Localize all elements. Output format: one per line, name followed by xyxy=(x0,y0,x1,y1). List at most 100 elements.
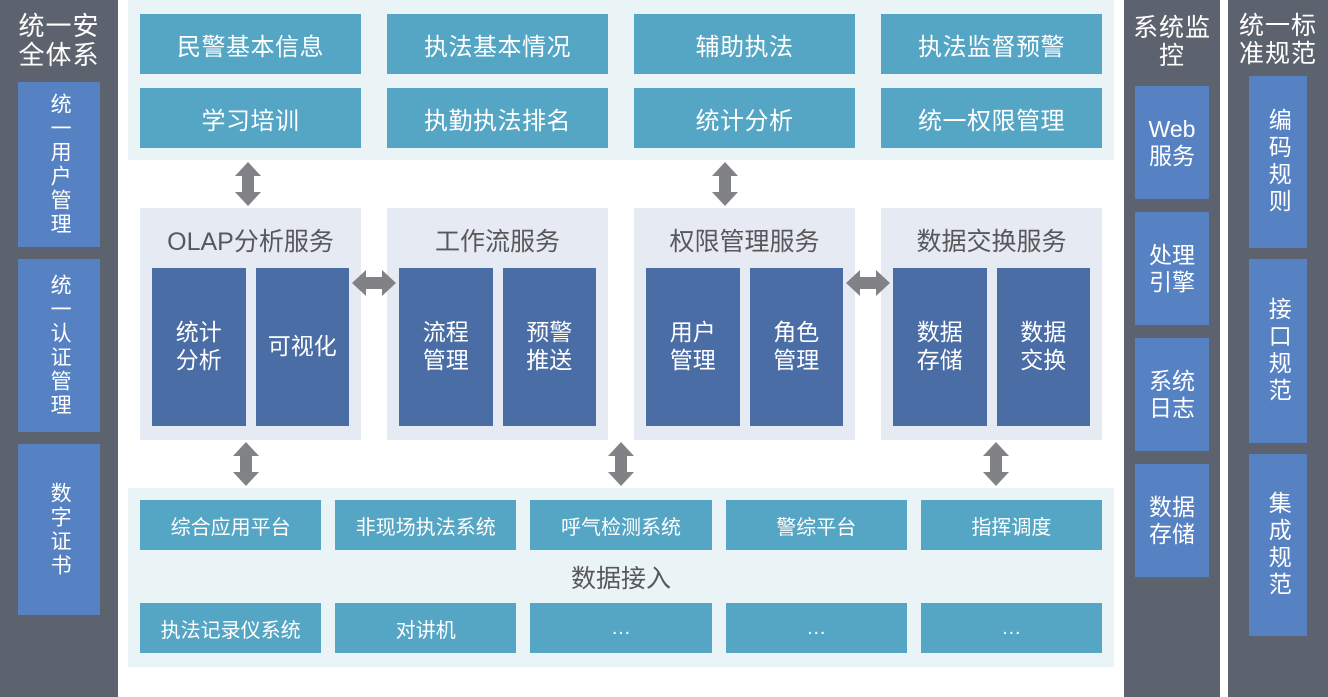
arrow-band-apps-services xyxy=(128,160,1114,208)
sidebar-item-unified-user-mgmt[interactable]: 统一用户管理 xyxy=(18,82,100,248)
data-source-breath-test-system[interactable]: 呼气检测系统 xyxy=(530,500,712,550)
monitor-item-line2: 存储 xyxy=(1149,520,1195,547)
service-gap-2 xyxy=(608,208,634,440)
app-box-unified-permission-mgmt[interactable]: 统一权限管理 xyxy=(881,88,1102,148)
service-panel-data-exchange: 数据交换服务 数据 存储 数据 交换 xyxy=(881,208,1102,440)
service-box-line1: 统计 xyxy=(175,319,222,346)
data-access-caption: 数据接入 xyxy=(570,565,671,593)
service-box-role-mgmt[interactable]: 角色 管理 xyxy=(749,268,843,426)
standards-item-interface-spec[interactable]: 接口规范 xyxy=(1249,259,1307,443)
service-box-line2: 管理 xyxy=(669,347,716,373)
standards-item-coding-rules[interactable]: 编码规则 xyxy=(1249,76,1307,248)
service-box-line1: 角色 xyxy=(773,319,820,346)
sidebar-item-unified-auth-mgmt[interactable]: 统一认证管理 xyxy=(18,259,100,433)
monitor-item-line1: 系统 xyxy=(1149,368,1195,395)
service-gap-3 xyxy=(846,208,890,440)
unified-standards-column: 统一标准规范 编码规则 接口规范 集成规范 xyxy=(1228,0,1328,697)
service-box-visualization[interactable]: 可视化 xyxy=(255,268,349,426)
arrow-workflow-authz-icon xyxy=(599,270,643,296)
service-box-line1: 用户 xyxy=(669,319,716,346)
data-source-placeholder-1[interactable]: … xyxy=(530,603,712,653)
arrow-exchange-to-data-icon xyxy=(983,442,1009,486)
service-gap-1 xyxy=(352,208,396,440)
app-box-enforcement-basics[interactable]: 执法基本情况 xyxy=(387,14,608,74)
data-access-row-top: 综合应用平台 非现场执法系统 呼气检测系统 警综平台 指挥调度 xyxy=(140,500,1103,550)
data-source-police-platform[interactable]: 警综平台 xyxy=(725,500,907,550)
left-column-title: 统一安全体系 xyxy=(18,11,100,71)
data-source-law-enforcement-recorder[interactable]: 执法记录仪系统 xyxy=(140,603,322,653)
service-boxes: 流程 管理 预警 推送 xyxy=(399,268,596,426)
arrow-workflow-to-data-icon xyxy=(608,442,634,486)
arrow-apps-to-authz-icon xyxy=(712,162,738,206)
arrow-olap-workflow-icon xyxy=(352,270,396,296)
service-panel-title: OLAP分析服务 xyxy=(167,228,334,256)
monitor-item-line1: 处理 xyxy=(1149,242,1195,269)
service-box-user-mgmt[interactable]: 用户 管理 xyxy=(646,268,740,426)
service-box-process-mgmt[interactable]: 流程 管理 xyxy=(399,268,493,426)
service-boxes: 统计 分析 可视化 xyxy=(152,268,349,426)
service-box-line2: 管理 xyxy=(422,347,469,373)
service-box-data-storage[interactable]: 数据 存储 xyxy=(893,268,987,426)
service-box-line1: 数据 xyxy=(1020,319,1067,346)
app-box-enforcement-supervision-alert[interactable]: 执法监督预警 xyxy=(881,14,1102,74)
service-panel-workflow: 工作流服务 流程 管理 预警 推送 xyxy=(387,208,608,440)
service-box-line1: 流程 xyxy=(422,319,469,346)
monitor-item-line2: 服务 xyxy=(1149,142,1195,169)
service-panel-title: 数据交换服务 xyxy=(916,228,1067,256)
sidebar-item-digital-certificate[interactable]: 数字证书 xyxy=(18,444,100,616)
app-box-police-basic-info[interactable]: 民警基本信息 xyxy=(140,14,361,74)
monitor-item-system-log[interactable]: 系统 日志 xyxy=(1135,338,1209,451)
left-security-column: 统一安全体系 统一用户管理 统一认证管理 数字证书 xyxy=(0,0,118,697)
monitor-item-line2: 引擎 xyxy=(1149,268,1195,295)
service-box-line2: 分析 xyxy=(175,347,222,373)
monitor-column-title: 系统监控 xyxy=(1132,14,1211,70)
sidebar-item-label: 数字证书 xyxy=(48,481,72,578)
service-box-alert-push[interactable]: 预警 推送 xyxy=(502,268,596,426)
arrow-authz-exchange-icon xyxy=(846,270,890,296)
data-access-row-bottom: 执法记录仪系统 对讲机 … … … xyxy=(140,603,1103,653)
service-box-line1: 可视化 xyxy=(267,333,337,360)
data-source-command-dispatch[interactable]: 指挥调度 xyxy=(920,500,1103,550)
service-box-line1: 数据 xyxy=(916,319,963,346)
arrow-olap-to-data-icon xyxy=(233,442,259,486)
service-panel-title: 权限管理服务 xyxy=(669,228,820,256)
service-box-data-exchange[interactable]: 数据 交换 xyxy=(996,268,1090,426)
sidebar-item-label: 统一用户管理 xyxy=(48,92,72,237)
standards-item-label: 集成规范 xyxy=(1265,491,1292,599)
service-box-statistical-analysis[interactable]: 统计 分析 xyxy=(152,268,246,426)
arrow-apps-to-olap-icon xyxy=(235,162,261,206)
service-panel-olap: OLAP分析服务 统计 分析 可视化 xyxy=(140,208,361,440)
data-source-placeholder-3[interactable]: … xyxy=(920,603,1103,653)
monitor-item-line2: 日志 xyxy=(1149,394,1195,421)
data-source-placeholder-2[interactable]: … xyxy=(725,603,907,653)
app-box-training[interactable]: 学习培训 xyxy=(140,88,361,148)
app-box-statistical-analysis[interactable]: 统计分析 xyxy=(634,88,855,148)
application-layer: 民警基本信息 执法基本情况 辅助执法 执法监督预警 学习培训 执勤执法排名 统计… xyxy=(128,0,1114,160)
service-boxes: 数据 存储 数据 交换 xyxy=(893,268,1090,426)
monitor-item-data-storage[interactable]: 数据 存储 xyxy=(1135,464,1209,577)
data-source-offsite-enforcement-system[interactable]: 非现场执法系统 xyxy=(335,500,517,550)
monitor-item-web-service[interactable]: Web 服务 xyxy=(1135,86,1209,199)
system-monitor-column: 系统监控 Web 服务 处理 引擎 系统 日志 数据 存储 xyxy=(1124,0,1220,697)
data-source-walkie-talkie[interactable]: 对讲机 xyxy=(335,603,517,653)
monitor-item-processing-engine[interactable]: 处理 引擎 xyxy=(1135,212,1209,325)
service-panel-authorization: 权限管理服务 用户 管理 角色 管理 xyxy=(634,208,855,440)
app-box-assisted-enforcement[interactable]: 辅助执法 xyxy=(634,14,855,74)
data-source-integrated-app-platform[interactable]: 综合应用平台 xyxy=(140,500,322,550)
standards-item-integration-spec[interactable]: 集成规范 xyxy=(1249,454,1307,636)
application-row-1: 民警基本信息 执法基本情况 辅助执法 执法监督预警 xyxy=(140,14,1102,74)
service-box-line1: 预警 xyxy=(526,319,573,346)
standards-item-label: 编码规则 xyxy=(1265,108,1292,216)
standards-item-label: 接口规范 xyxy=(1265,297,1292,405)
center-stack: 民警基本信息 执法基本情况 辅助执法 执法监督预警 学习培训 执勤执法排名 统计… xyxy=(128,0,1114,697)
standards-column-title: 统一标准规范 xyxy=(1238,12,1317,68)
service-boxes: 用户 管理 角色 管理 xyxy=(646,268,843,426)
sidebar-item-label: 统一认证管理 xyxy=(48,273,72,418)
service-layer: OLAP分析服务 统计 分析 可视化 xyxy=(128,208,1114,440)
app-box-duty-enforcement-ranking[interactable]: 执勤执法排名 xyxy=(387,88,608,148)
application-row-2: 学习培训 执勤执法排名 统计分析 统一权限管理 xyxy=(140,88,1102,148)
service-panel-title: 工作流服务 xyxy=(434,228,560,256)
service-box-line2: 推送 xyxy=(526,347,573,373)
service-box-line2: 存储 xyxy=(916,347,963,373)
